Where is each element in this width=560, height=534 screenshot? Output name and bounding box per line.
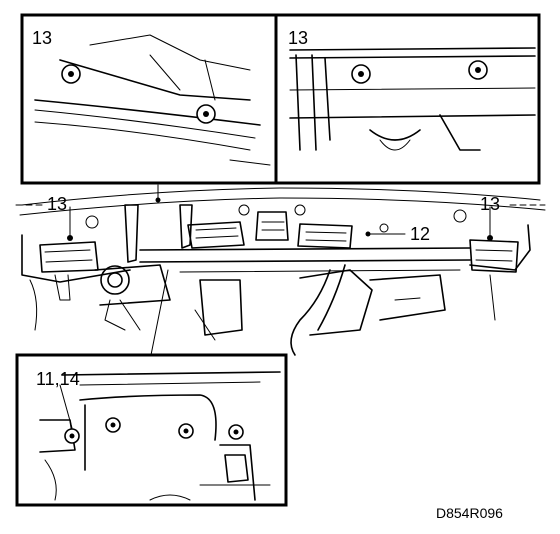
detail-top-right-drawing [289,47,536,151]
detail-panel-top [20,13,541,185]
callout-detail-bottom-left: 11,14 [36,369,80,389]
callout-main-center: 12 [410,224,430,244]
callout-detail-top-right: 13 [288,28,308,48]
detail-panel-bottom-left [15,353,288,507]
dashboard-main-view [15,184,546,361]
callout-main-left: 13 [47,194,67,214]
callout-main-right: 13 [480,194,500,214]
figure-code: D854R096 [436,505,503,521]
callout-detail-top-left: 13 [32,28,52,48]
detail-top-left-drawing [34,34,271,166]
